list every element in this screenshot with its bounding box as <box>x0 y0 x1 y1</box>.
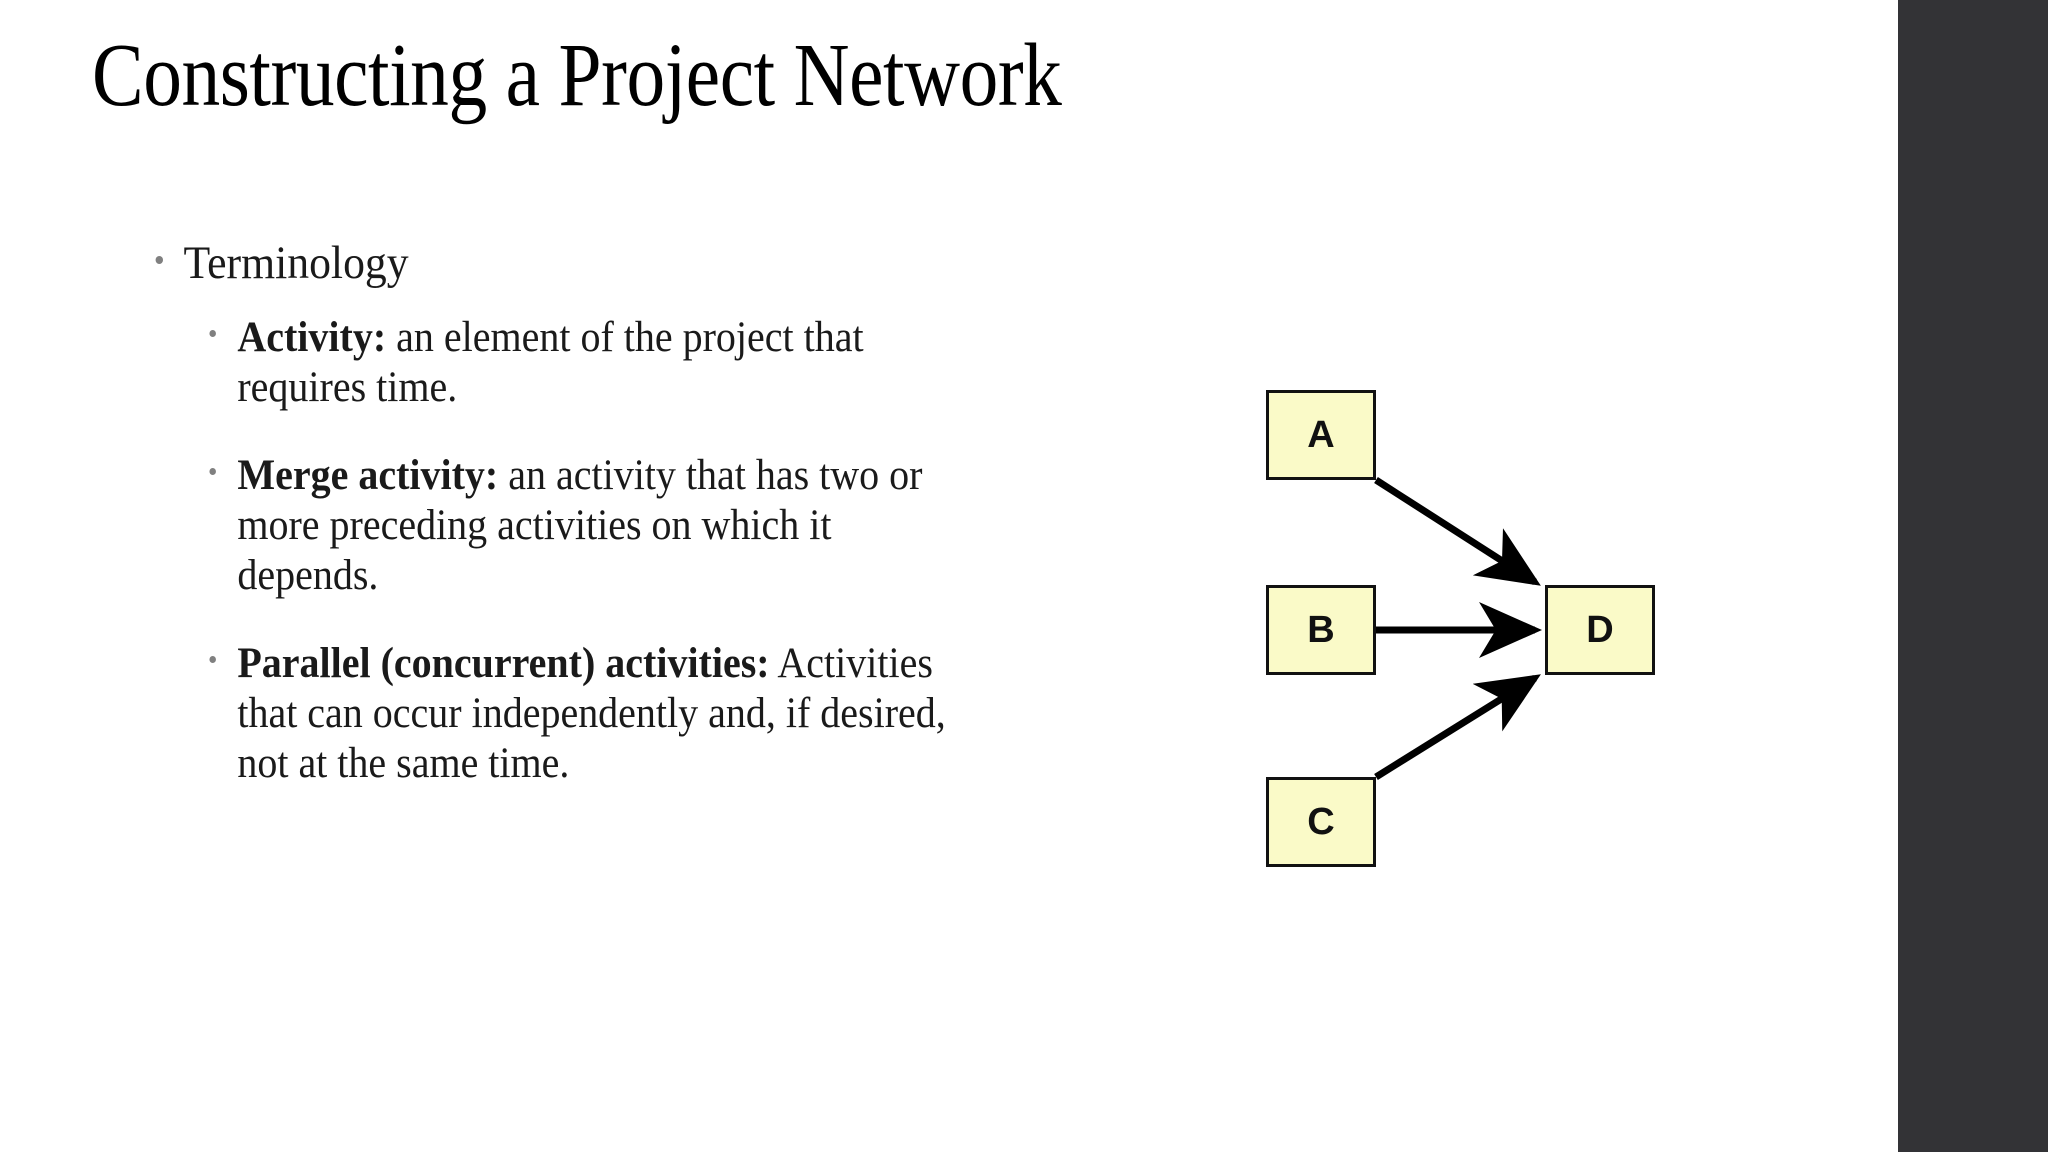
bullet-level2-group: Activity: an element of the project that… <box>150 313 1150 790</box>
bullet-dot-icon <box>209 329 216 337</box>
node-label-a: A <box>1307 414 1335 456</box>
bullet-level1-label: Terminology <box>183 237 409 289</box>
term-label-parallel-activities: Parallel (concurrent) activities: <box>237 639 770 687</box>
node-box-b[interactable]: B <box>1266 585 1376 675</box>
bullet-list: Terminology Activity: an element of the … <box>150 236 1150 827</box>
list-item-parallel-activities: Parallel (concurrent) activities: Activi… <box>202 639 953 789</box>
bullet-dot-icon <box>209 467 216 475</box>
term-label-merge-activity: Merge activity: <box>237 451 499 499</box>
project-network-diagram: A B C D <box>1230 370 1700 900</box>
edge-a-to-d <box>1374 477 1541 586</box>
diagram-edges-layer <box>1374 477 1542 780</box>
list-item-activity: Activity: an element of the project that… <box>202 313 953 413</box>
term-description-parallel-activities: Activities that can occur independently … <box>237 639 946 788</box>
node-label-c: C <box>1307 801 1335 843</box>
node-label-b: B <box>1307 609 1335 651</box>
page-title: Constructing a Project Network <box>92 26 1062 125</box>
term-description-activity: an element of the project that requires … <box>237 313 864 411</box>
term-description-merge-activity: an activity that has two or more precedi… <box>237 451 923 599</box>
node-box-d[interactable]: D <box>1545 585 1655 675</box>
right-accent-band <box>1898 0 2048 1152</box>
node-box-a[interactable]: A <box>1266 390 1376 480</box>
node-box-c[interactable]: C <box>1266 777 1376 867</box>
list-item-merge-activity: Merge activity: an activity that has two… <box>202 451 953 601</box>
bullet-dot-icon <box>155 256 164 264</box>
bullet-dot-icon <box>209 655 216 663</box>
term-label-activity: Activity: <box>237 313 387 361</box>
edge-c-to-d <box>1374 674 1541 780</box>
node-label-d: D <box>1586 609 1614 651</box>
bullet-level1-terminology: Terminology <box>150 236 1080 291</box>
